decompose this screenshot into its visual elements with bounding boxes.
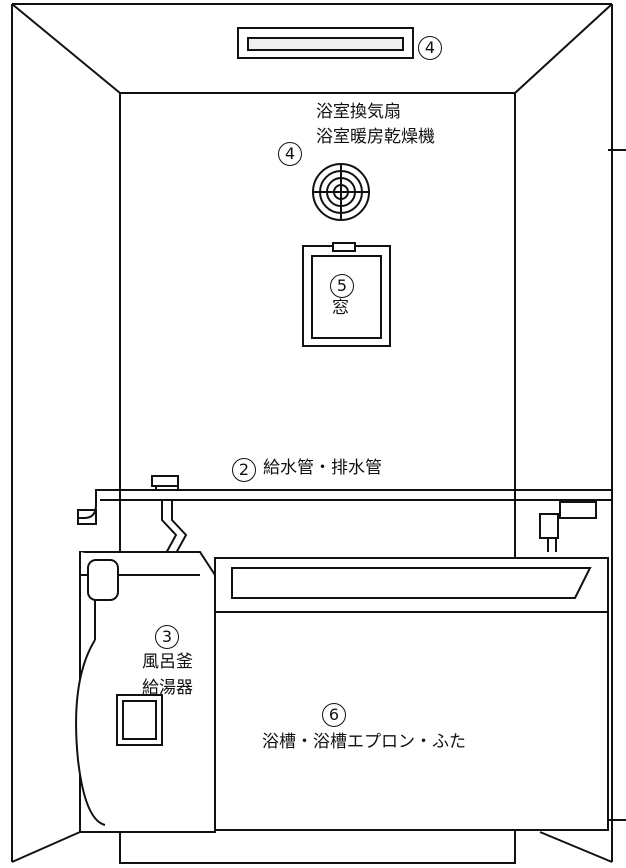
water-pipe bbox=[77, 475, 612, 567]
heater-number: 3 bbox=[155, 625, 179, 649]
window-number: 5 bbox=[330, 274, 354, 298]
heater-label-line2: 給湯器 bbox=[142, 678, 193, 698]
fan-title-line1: 浴室換気扇 bbox=[316, 102, 401, 122]
fan-number: 4 bbox=[278, 142, 302, 166]
floor-right-edge bbox=[539, 831, 613, 863]
ceiling-left-edge bbox=[11, 3, 121, 94]
floor-left-edge bbox=[11, 831, 81, 863]
ceiling-light-number: 4 bbox=[418, 36, 442, 60]
tub-number: 6 bbox=[322, 703, 346, 727]
ventilation-fan-icon bbox=[312, 163, 370, 221]
back-wall bbox=[119, 92, 516, 864]
fan-title-line2: 浴室暖房乾燥機 bbox=[316, 127, 435, 147]
water-heater bbox=[75, 551, 216, 833]
ceiling-light bbox=[237, 27, 414, 59]
pipe-label: 給水管・排水管 bbox=[263, 458, 382, 478]
window-label: 窓 bbox=[332, 298, 349, 318]
tub-label: 浴槽・浴槽エプロン・ふた bbox=[262, 732, 466, 752]
bathtub bbox=[214, 557, 609, 831]
heater-label-line1: 風呂釜 bbox=[142, 652, 193, 672]
ceiling-right-edge bbox=[514, 3, 613, 94]
pipe-number: 2 bbox=[232, 458, 256, 482]
